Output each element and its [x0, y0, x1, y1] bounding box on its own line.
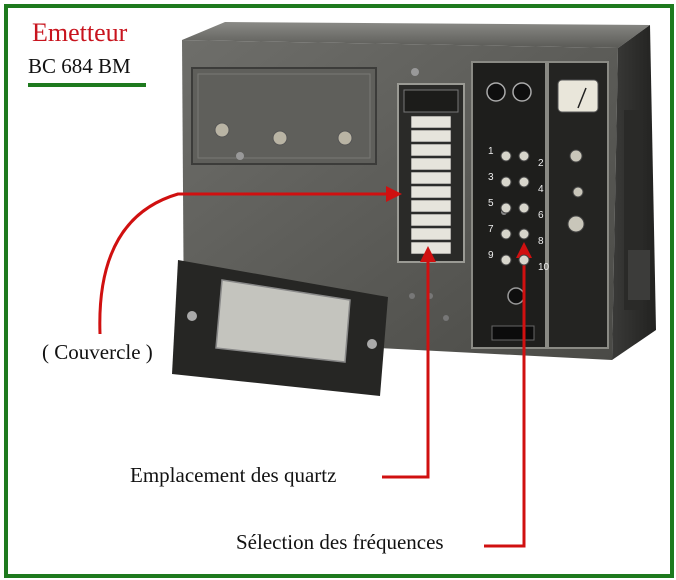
- channel-number: 7: [488, 224, 494, 235]
- side-connector: [628, 250, 650, 300]
- frequency-arrowhead: [516, 242, 532, 258]
- cover-label: ( Couvercle ): [42, 340, 153, 364]
- crystal-location-label: Emplacement des quartz: [130, 463, 337, 487]
- channel-switch: [518, 254, 530, 266]
- cover-arrow-line: [98, 192, 392, 335]
- channel-switch: [500, 254, 512, 266]
- frequency-selection-label: Sélection des fréquences: [236, 530, 444, 554]
- annotation-arrows: [98, 186, 532, 548]
- channel-switch: [500, 202, 512, 214]
- crystal-compartment: [397, 83, 465, 263]
- channel-number: 6: [538, 210, 544, 221]
- frequency-arrow-line: [484, 252, 526, 548]
- meter-needle: [577, 87, 587, 109]
- channel-number: 10: [538, 262, 550, 273]
- channel-number: 9: [488, 250, 494, 261]
- screw: [411, 68, 419, 76]
- crystal-labels: [410, 115, 452, 255]
- screw: [214, 122, 230, 138]
- meter-dial: [557, 79, 599, 113]
- channel-switch: [518, 150, 530, 162]
- toggle-switch: [572, 186, 584, 198]
- chassis-top: [182, 22, 650, 48]
- upper-panel: [191, 67, 377, 165]
- screw: [272, 130, 288, 146]
- title-underline: [28, 83, 146, 87]
- channel-number: 8: [538, 236, 544, 247]
- meter-panel: [547, 61, 609, 349]
- channel-switch: [518, 228, 530, 240]
- channel-switch: [518, 176, 530, 188]
- channel-number: 3: [488, 172, 494, 183]
- channel-switch: [500, 228, 512, 240]
- channel-switch: [500, 176, 512, 188]
- page-title: Emetteur: [32, 18, 128, 47]
- crystal-arrowhead: [420, 246, 436, 262]
- tune-knob: [569, 149, 583, 163]
- screw: [236, 152, 244, 160]
- model-name: BC 684 BM: [28, 54, 131, 78]
- ant-knob: [567, 215, 585, 233]
- channel-number: 5: [488, 198, 494, 209]
- screw: [337, 130, 353, 146]
- channel-number: 2: [538, 158, 544, 169]
- cover-arrowhead: [386, 186, 402, 202]
- removed-cover: [172, 260, 388, 396]
- channel-number: 4: [538, 184, 544, 195]
- page-frame: [4, 4, 674, 578]
- channel-switch: [518, 202, 530, 214]
- screw: [409, 293, 415, 299]
- channel-switch: [500, 150, 512, 162]
- channel-numbers: 1 2 3 4 5 6 7 8 9 10: [488, 146, 550, 273]
- channel-number: 1: [488, 146, 494, 157]
- crystal-arrow-line: [382, 256, 430, 479]
- screw: [443, 315, 449, 321]
